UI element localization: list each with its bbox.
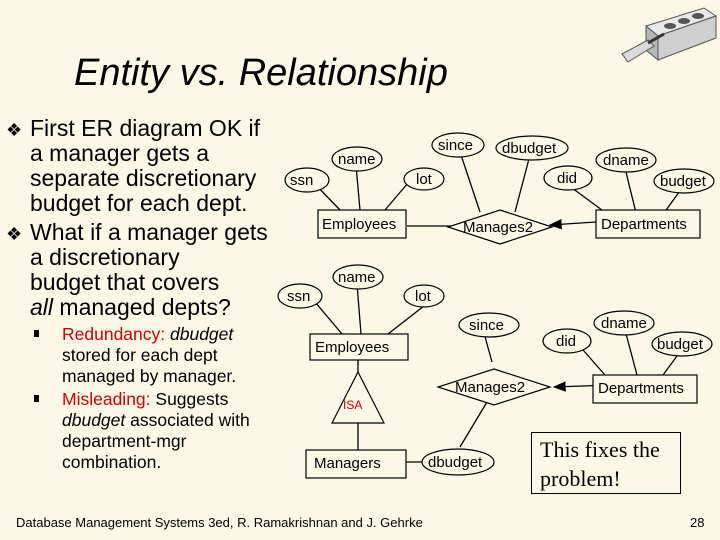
label-budget: budget [660, 173, 707, 190]
attribute-lot [403, 167, 445, 191]
attribute-dname [593, 310, 655, 336]
label-dbudget: dbudget [428, 454, 483, 471]
attribute-ssn [284, 167, 330, 193]
attribute-budget [651, 331, 713, 357]
page-number: 28 [690, 515, 705, 530]
footer-citation: Database Management Systems 3ed, R. Rama… [16, 515, 423, 530]
sub-bullet-line: dbudget associated with [62, 410, 296, 431]
bullet-list: ❖ First ER diagram OK if a manager gets … [6, 116, 296, 473]
attribute-dname [595, 147, 657, 173]
entity-departments [595, 209, 701, 239]
relationship-manages2 [446, 209, 554, 245]
label-dname: dname [603, 152, 649, 169]
bullet-first-diagram: ❖ First ER diagram OK if a manager gets … [6, 116, 296, 216]
bullet-text: managed depts? [53, 294, 231, 320]
entity-employees [309, 333, 409, 361]
label-manages2: Manages2 [463, 219, 533, 236]
label-isa: ISA [343, 398, 362, 412]
emphasis-all: all [30, 294, 54, 320]
bullet-marker-icon: ❖ [6, 120, 23, 140]
slide-title: Entity vs. Relationship [74, 52, 448, 94]
attribute-lot [403, 284, 445, 308]
label-lot: lot [415, 288, 432, 305]
sub-bullet-line: stored for each dept [62, 345, 218, 365]
attribute-did [543, 165, 593, 191]
entity-employees [317, 209, 407, 239]
attribute-name [332, 264, 384, 290]
label-ssn: ssn [287, 288, 310, 305]
label-employees: Employees [322, 216, 396, 233]
bullet-line: First ER diagram OK if [30, 115, 261, 141]
relationship-manages2 [436, 368, 552, 406]
sub-bullet-line: combination. [62, 452, 162, 472]
attribute-name [331, 146, 383, 172]
fix-note-box: This fixes the problem! [531, 432, 681, 494]
sub-bullet-line: Misleading: Suggests [62, 389, 296, 410]
isa-triangle [331, 370, 385, 424]
sub-bullet-line: managed by manager. [62, 366, 237, 386]
label-manages2: Manages2 [455, 379, 525, 396]
misleading-label: Misleading: [62, 389, 151, 409]
sub-bullet-line: Redundancy: dbudget [62, 324, 296, 345]
label-did: did [557, 170, 577, 187]
label-did: did [556, 333, 576, 350]
entity-managers [305, 449, 407, 479]
label-managers: Managers [314, 455, 381, 472]
bullet-line: all managed depts? [30, 295, 296, 320]
bullet-marker-icon: ❖ [6, 224, 23, 244]
label-name: name [338, 269, 376, 286]
bullet-line: budget for each dept. [30, 190, 248, 216]
redundancy-label: Redundancy: [62, 324, 170, 344]
attribute-since [458, 312, 520, 338]
label-departments: Departments [598, 380, 684, 397]
attribute-did [542, 328, 592, 354]
label-since: since [438, 137, 473, 154]
sub-bullet-text: Suggests [150, 389, 229, 409]
square-bullet-icon [34, 395, 39, 402]
label-dname: dname [601, 315, 647, 332]
bullet-line: budget that covers [30, 269, 220, 295]
label-name: name [338, 151, 376, 168]
attribute-dbudget [421, 448, 495, 476]
fix-note-line: This fixes the [540, 437, 660, 462]
sub-bullet-line: department-mgr [62, 431, 187, 451]
square-bullet-icon [34, 330, 39, 337]
sub-bullet-text: associated with [125, 410, 250, 430]
label-departments: Departments [601, 216, 687, 233]
label-budget: budget [657, 336, 704, 353]
fix-note-line: problem! [540, 466, 621, 491]
attribute-budget [653, 168, 715, 194]
entity-departments [592, 374, 698, 404]
sub-bullet-misleading: Misleading: Suggests dbudget associated … [6, 389, 296, 473]
bullet-line: a manager gets a [30, 140, 210, 166]
dbudget-term: dbudget [62, 410, 126, 430]
bullet-discretionary-budget: ❖ What if a manager gets a discretionary… [6, 220, 296, 320]
label-dbudget: dbudget [502, 140, 557, 157]
attribute-dbudget [495, 135, 569, 161]
label-since: since [469, 317, 504, 334]
dbudget-term: dbudget [170, 324, 234, 344]
label-employees: Employees [315, 339, 389, 356]
bullet-line: What if a manager gets [30, 219, 268, 245]
attribute-since [431, 132, 485, 158]
bullet-line: a discretionary [30, 244, 180, 270]
attribute-ssn [277, 283, 323, 309]
label-lot: lot [416, 171, 433, 188]
label-ssn: ssn [290, 172, 313, 189]
brick-trowel-logo-icon [621, 7, 718, 63]
sub-bullet-redundancy: Redundancy: dbudget stored for each dept… [6, 324, 296, 387]
bullet-line: separate discretionary [30, 165, 257, 191]
